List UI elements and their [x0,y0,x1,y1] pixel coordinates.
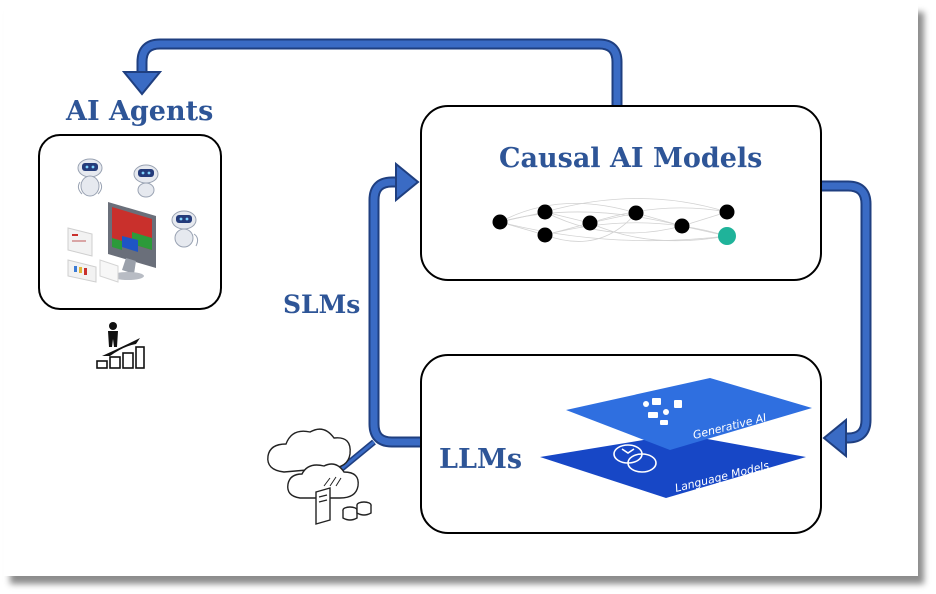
graph-node [628,205,644,221]
generative-ai-icons [643,398,682,425]
graph-node [537,227,553,243]
chat-icon [613,444,657,473]
arrow-llms-to-causal [338,161,420,473]
robot-icon [171,210,199,248]
model-layers: Generative AI Language Models [540,378,812,498]
agents-illustration [67,158,199,283]
generative-ai-layer [566,378,812,450]
llms-label: LLMs [439,444,523,475]
causal-ai-models-box [420,105,822,281]
graph-node [674,218,690,234]
cloud-database-icon [267,428,372,525]
language-models-layer [540,434,806,498]
robot-icon [133,164,159,198]
robot-icon [77,158,103,197]
slms-label: SLMs [283,290,361,319]
causal-ai-models-label: Causal AI Models [499,143,763,174]
person-growth-icon [96,322,145,369]
ai-agents-label: AI Agents [66,96,214,127]
graph-node [582,215,598,231]
arrow-causal-to-agents [121,38,623,105]
graph-node [492,214,508,230]
arrow-causal-to-llms [822,180,872,459]
monitor-dashboard-icon [108,202,156,280]
graph-node [719,204,735,220]
causal-graph [492,198,736,245]
panel-icon [67,227,119,283]
graph-node [537,204,553,220]
graph-node-target [718,227,736,245]
